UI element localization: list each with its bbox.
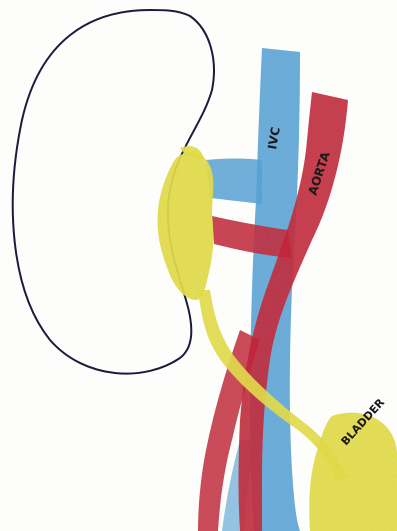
renal-pelvis (157, 152, 213, 300)
renal-vein (206, 159, 262, 205)
